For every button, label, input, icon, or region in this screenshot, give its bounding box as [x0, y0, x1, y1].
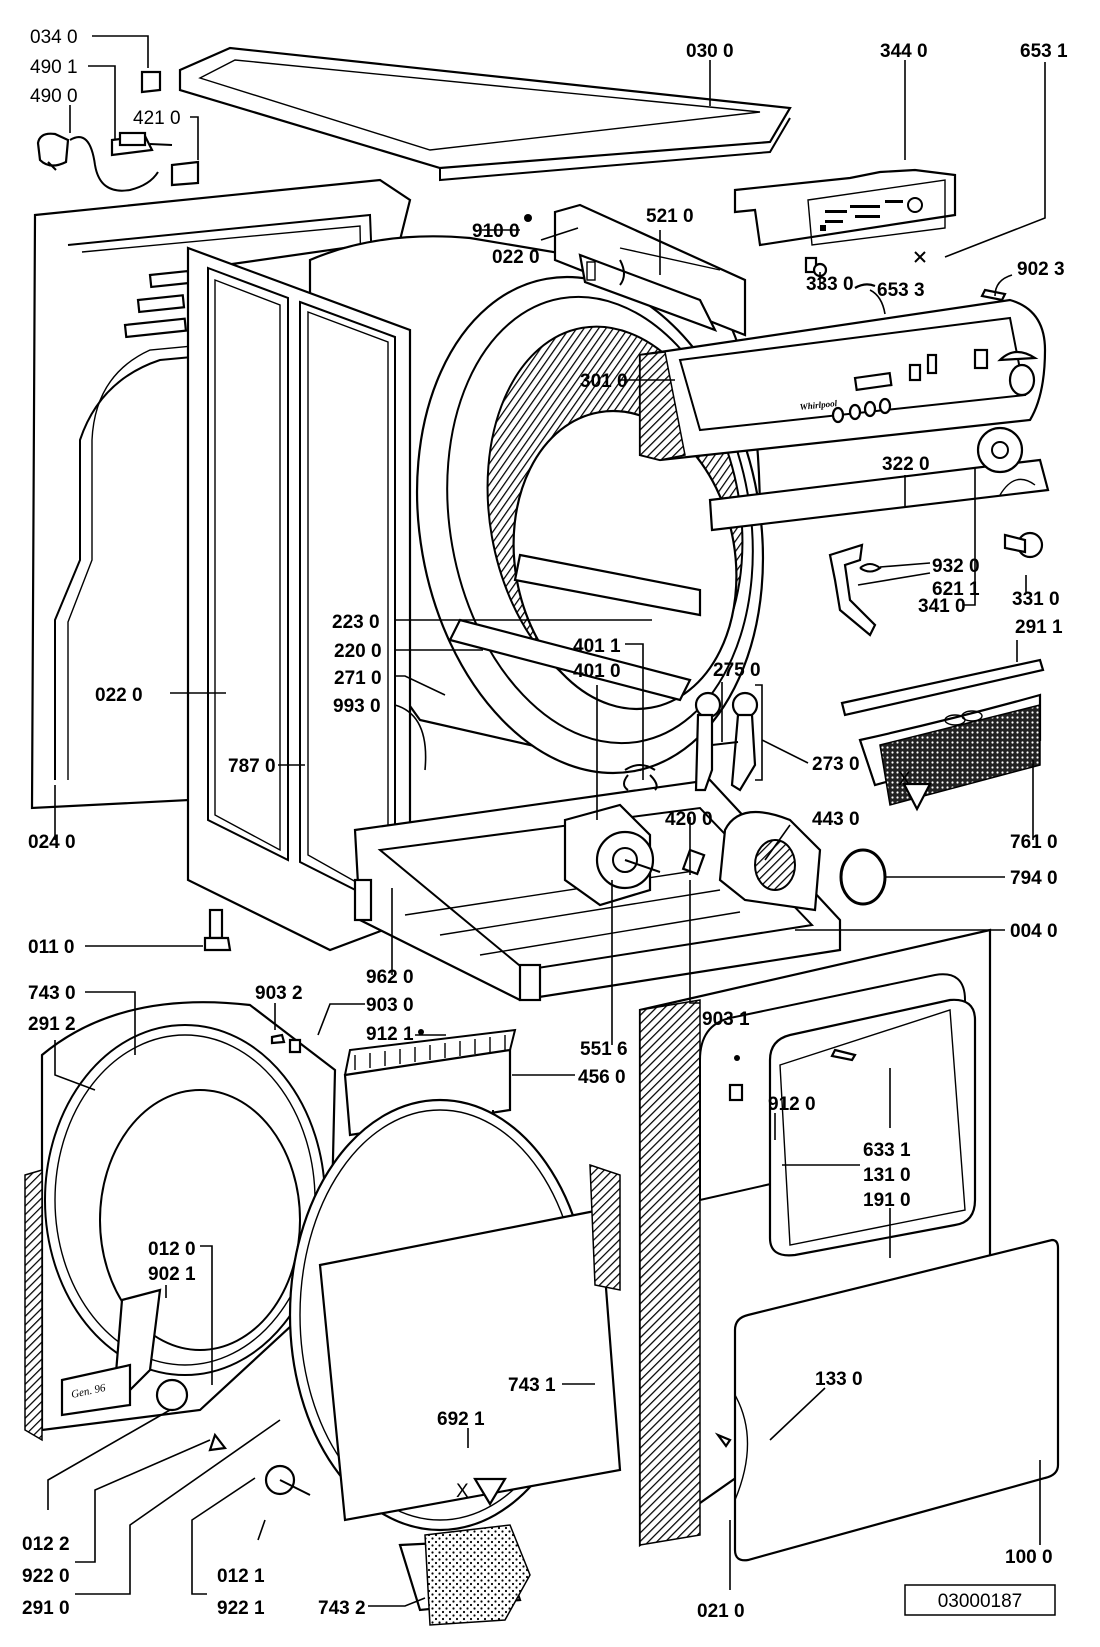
part-label-333-0: 333 0: [806, 274, 854, 295]
rear-panel-drawing: [30, 178, 412, 810]
part-label-401-1: 401 1: [573, 636, 621, 657]
part-label-012-1: 012 1: [217, 1566, 265, 1587]
door-frame-drawing: [638, 928, 992, 1548]
part-label-401-0: 401 0: [573, 661, 621, 682]
part-label-291-2: 291 2: [28, 1014, 76, 1035]
front-frame-drawing: [186, 246, 412, 952]
part-label-331-0: 331 0: [1012, 589, 1060, 610]
part-label-692-1: 692 1: [437, 1409, 485, 1430]
part-label-022-0-side: 022 0: [95, 685, 143, 706]
part-label-191-0: 191 0: [863, 1190, 911, 1211]
fan-housing-drawing: [681, 810, 822, 912]
part-label-912-1: 912 1: [366, 1024, 414, 1045]
rear-cover-drawing: [24, 1001, 337, 1442]
part-label-022-0-top: 022 0: [492, 247, 540, 268]
seal-ring-drawing: [839, 848, 887, 906]
tensioner-drawing: [694, 691, 759, 792]
part-label-653-1: 653 1: [1020, 41, 1068, 62]
part-label-223-0: 223 0: [332, 612, 380, 633]
part-label-220-0: 220 0: [334, 641, 382, 662]
part-label-420-0: 420 0: [665, 809, 713, 830]
part-label-100-0: 100 0: [1005, 1547, 1053, 1568]
part-label-024-0: 024 0: [28, 832, 76, 853]
bearing-plate-drawing: [288, 1098, 622, 1626]
part-label-912-0: 912 0: [768, 1094, 816, 1115]
part-label-275-0: 275 0: [713, 660, 761, 681]
part-label-301-0: 301 0: [580, 371, 628, 392]
part-label-903-2: 903 2: [255, 983, 303, 1004]
part-label-743-0: 743 0: [28, 983, 76, 1004]
part-label-011-0: 011 0: [28, 937, 75, 958]
part-label-291-0: 291 0: [22, 1598, 70, 1619]
part-label-633-1: 633 1: [863, 1140, 911, 1161]
part-label-344-0: 344 0: [880, 41, 928, 62]
part-label-903-1: 903 1: [702, 1009, 750, 1030]
lint-filter-drawing: [840, 658, 1045, 806]
part-label-490-1: 490 1: [30, 57, 78, 78]
part-label-012-2: 012 2: [22, 1534, 70, 1555]
part-label-034-0: 034 0: [30, 27, 78, 48]
part-label-021-0: 021 0: [697, 1601, 745, 1622]
drawing-number-box: 03000187: [904, 1584, 1056, 1616]
part-label-322-0: 322 0: [882, 454, 930, 475]
motor-drawing: [563, 764, 661, 907]
part-label-794-0: 794 0: [1010, 868, 1058, 889]
fasteners-drawing: [208, 214, 932, 1507]
part-label-030-0: 030 0: [686, 41, 734, 62]
part-label-932-0: 932 0: [932, 556, 980, 577]
part-labels: 034 0 490 1 490 0 421 0 030 0 344 0 653 …: [22, 27, 1068, 1622]
part-label-004-0: 004 0: [1010, 921, 1058, 942]
part-label-133-0: 133 0: [815, 1369, 863, 1390]
top-cover-drawing: [178, 46, 792, 182]
part-label-902-1: 902 1: [148, 1264, 196, 1285]
part-label-271-0: 271 0: [334, 668, 382, 689]
leader-lines: [47, 35, 1046, 1607]
drawing-number: 03000187: [938, 1591, 1023, 1612]
part-label-490-0: 490 0: [30, 86, 78, 107]
part-label-456-0: 456 0: [578, 1067, 626, 1088]
door-catch-drawing: [828, 531, 1044, 637]
part-label-787-0: 787 0: [228, 756, 276, 777]
part-label-421-0: 421 0: [133, 108, 181, 129]
part-label-761-0: 761 0: [1010, 832, 1058, 853]
power-cord-drawing: [36, 70, 200, 192]
part-label-922-0: 922 0: [22, 1566, 70, 1587]
part-label-341-0: 341 0: [918, 596, 966, 617]
part-label-653-3: 653 3: [877, 280, 925, 301]
part-label-521-0: 521 0: [646, 206, 694, 227]
control-panel-drawing: [638, 298, 1047, 462]
control-board-drawing: [733, 168, 1007, 302]
part-label-922-1: 922 1: [217, 1598, 265, 1619]
part-label-743-2: 743 2: [318, 1598, 366, 1619]
part-label-993-0: 993 0: [333, 696, 381, 717]
part-label-902-3: 902 3: [1017, 259, 1065, 280]
part-label-621-1: 621 1: [932, 579, 980, 600]
part-label-743-1: 743 1: [508, 1375, 556, 1396]
door-panel-drawing: [733, 1238, 1060, 1562]
direction-marker-filter: X: [898, 769, 911, 790]
part-label-551-6: 551 6: [580, 1039, 628, 1060]
direction-marker-plate: X: [456, 1481, 469, 1502]
part-label-910-0: 910 0: [472, 221, 520, 242]
selector-panel-drawing: [708, 426, 1050, 532]
part-label-273-0: 273 0: [812, 754, 860, 775]
screw-drawing: [203, 908, 232, 952]
part-label-291-1: 291 1: [1015, 617, 1063, 638]
part-label-962-0: 962 0: [366, 967, 414, 988]
top-rail-drawing: [553, 203, 747, 337]
part-label-443-0: 443 0: [812, 809, 860, 830]
part-label-131-0: 131 0: [863, 1165, 911, 1186]
part-label-012-0: 012 0: [148, 1239, 196, 1260]
part-label-903-0: 903 0: [366, 995, 414, 1016]
brand-mark: Whirlpool: [799, 398, 838, 412]
